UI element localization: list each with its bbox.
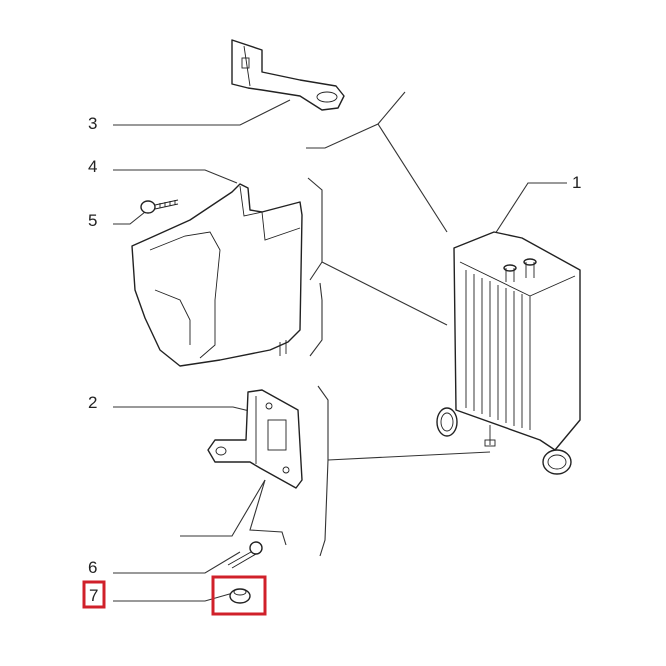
part-7-grommet (229, 588, 251, 604)
leader-lines (113, 99, 567, 602)
callout-2: 2 (88, 393, 97, 412)
callout-5: 5 (88, 211, 97, 230)
part-2-lower-bracket (207, 389, 303, 489)
callout-7: 7 (89, 586, 98, 605)
part-3-upper-bracket (231, 39, 345, 111)
highlight-box-label-7 (82, 580, 106, 609)
callout-3: 3 (88, 114, 97, 133)
intercooler-fins (465, 270, 523, 428)
callout-6: 6 (88, 558, 97, 577)
part-1-intercooler (436, 231, 581, 475)
part-4-air-duct (131, 183, 303, 367)
highlight-box-part-7 (211, 575, 267, 616)
callout-1: 1 (572, 173, 581, 192)
callout-4: 4 (88, 157, 97, 176)
part-6-bolt (227, 541, 263, 569)
assembly-lines (180, 91, 491, 557)
part-5-screw (140, 199, 179, 214)
